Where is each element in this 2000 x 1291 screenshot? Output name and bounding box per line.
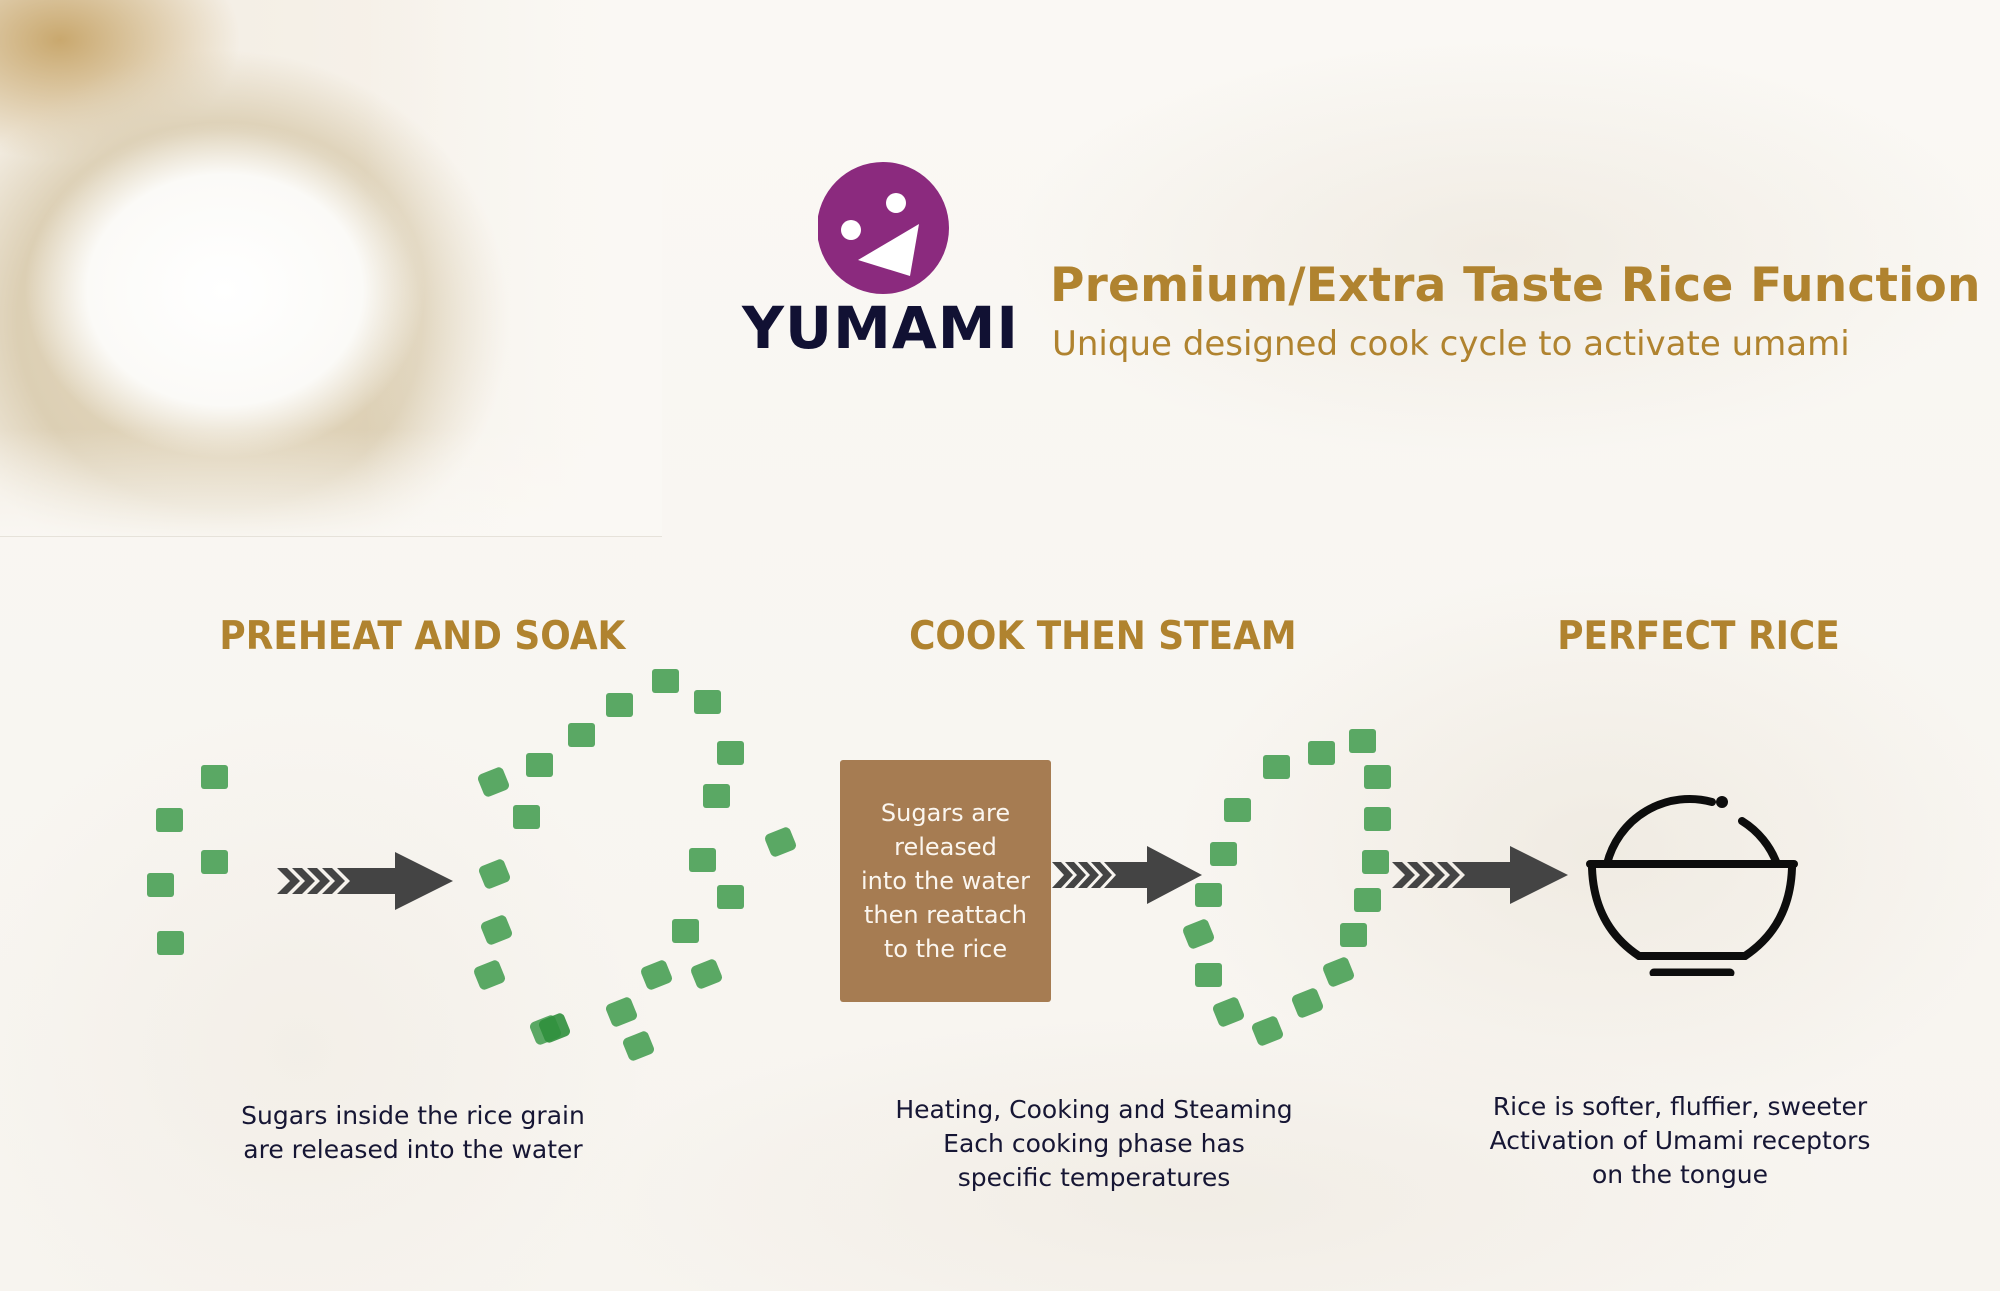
- sugar-square: [201, 850, 228, 874]
- step-heading-perfect: PERFECT RICE: [1557, 614, 1840, 659]
- caption-line: Each cooking phase has: [943, 1129, 1245, 1158]
- rice-bowl-photo: [0, 0, 662, 537]
- sugar-square: [526, 753, 553, 777]
- sugar-square: [694, 690, 721, 714]
- sugar-square: [1263, 755, 1290, 779]
- yumami-logo: YUMAMI: [742, 160, 1019, 362]
- step-heading-cook: COOK THEN STEAM: [909, 614, 1297, 659]
- caption-line: Sugars inside the rice grain: [241, 1101, 585, 1130]
- caption-line: specific temperatures: [957, 1163, 1231, 1192]
- box-line: to the rice: [883, 935, 1008, 963]
- sugar-square: [689, 848, 716, 872]
- sugar-square: [1340, 923, 1367, 947]
- sugar-square: [652, 669, 679, 693]
- caption-line: Activation of Umami receptors: [1489, 1126, 1871, 1155]
- sugar-square: [1362, 850, 1389, 874]
- arrow-right-icon: [277, 852, 453, 910]
- box-line: released: [894, 833, 997, 861]
- sugar-square: [1364, 765, 1391, 789]
- step-heading-preheat: PREHEAT AND SOAK: [219, 614, 626, 659]
- brand-wordmark: YUMAMI: [742, 294, 1019, 362]
- step-caption-perfect: Rice is softer, fluffier, sweeter Activa…: [1450, 1090, 1910, 1192]
- page-title: Premium/Extra Taste Rice Function: [1050, 258, 1981, 313]
- sugar-square: [568, 723, 595, 747]
- sugar-square: [201, 765, 228, 789]
- sugar-square: [1354, 888, 1381, 912]
- caption-line: Heating, Cooking and Steaming: [895, 1095, 1293, 1124]
- sugar-square: [156, 808, 183, 832]
- page-subtitle: Unique designed cook cycle to activate u…: [1052, 324, 1850, 364]
- sugar-square: [157, 931, 184, 955]
- box-line: Sugars are: [880, 799, 1011, 827]
- reattach-info-box: Sugars are released into the water then …: [840, 760, 1051, 1002]
- sugar-square: [147, 873, 174, 897]
- sugar-square: [717, 885, 744, 909]
- smiley-logo-icon: [818, 162, 949, 294]
- box-line: into the water: [861, 867, 1030, 895]
- sugar-square: [1308, 741, 1335, 765]
- arrow-right-icon: [1052, 846, 1202, 904]
- sugar-square: [703, 784, 730, 808]
- sugar-square: [1224, 798, 1251, 822]
- caption-line: are released into the water: [243, 1135, 583, 1164]
- caption-line: Rice is softer, fluffier, sweeter: [1492, 1092, 1868, 1121]
- sugar-square: [1364, 807, 1391, 831]
- arrow-right-icon: [1392, 846, 1568, 904]
- sugar-square: [606, 693, 633, 717]
- sugar-square: [717, 741, 744, 765]
- sugar-square: [672, 919, 699, 943]
- rice-bowl-icon: [1586, 795, 1798, 976]
- sugar-square: [1195, 963, 1222, 987]
- sugar-square: [513, 805, 540, 829]
- sugar-square: [1349, 729, 1376, 753]
- sugar-square: [1210, 842, 1237, 866]
- sugar-square: [1195, 883, 1222, 907]
- step-caption-cook: Heating, Cooking and Steaming Each cooki…: [864, 1093, 1324, 1195]
- caption-line: on the tongue: [1591, 1160, 1769, 1189]
- step-caption-preheat: Sugars inside the rice grain are release…: [183, 1099, 643, 1167]
- box-line: then reattach: [864, 901, 1027, 929]
